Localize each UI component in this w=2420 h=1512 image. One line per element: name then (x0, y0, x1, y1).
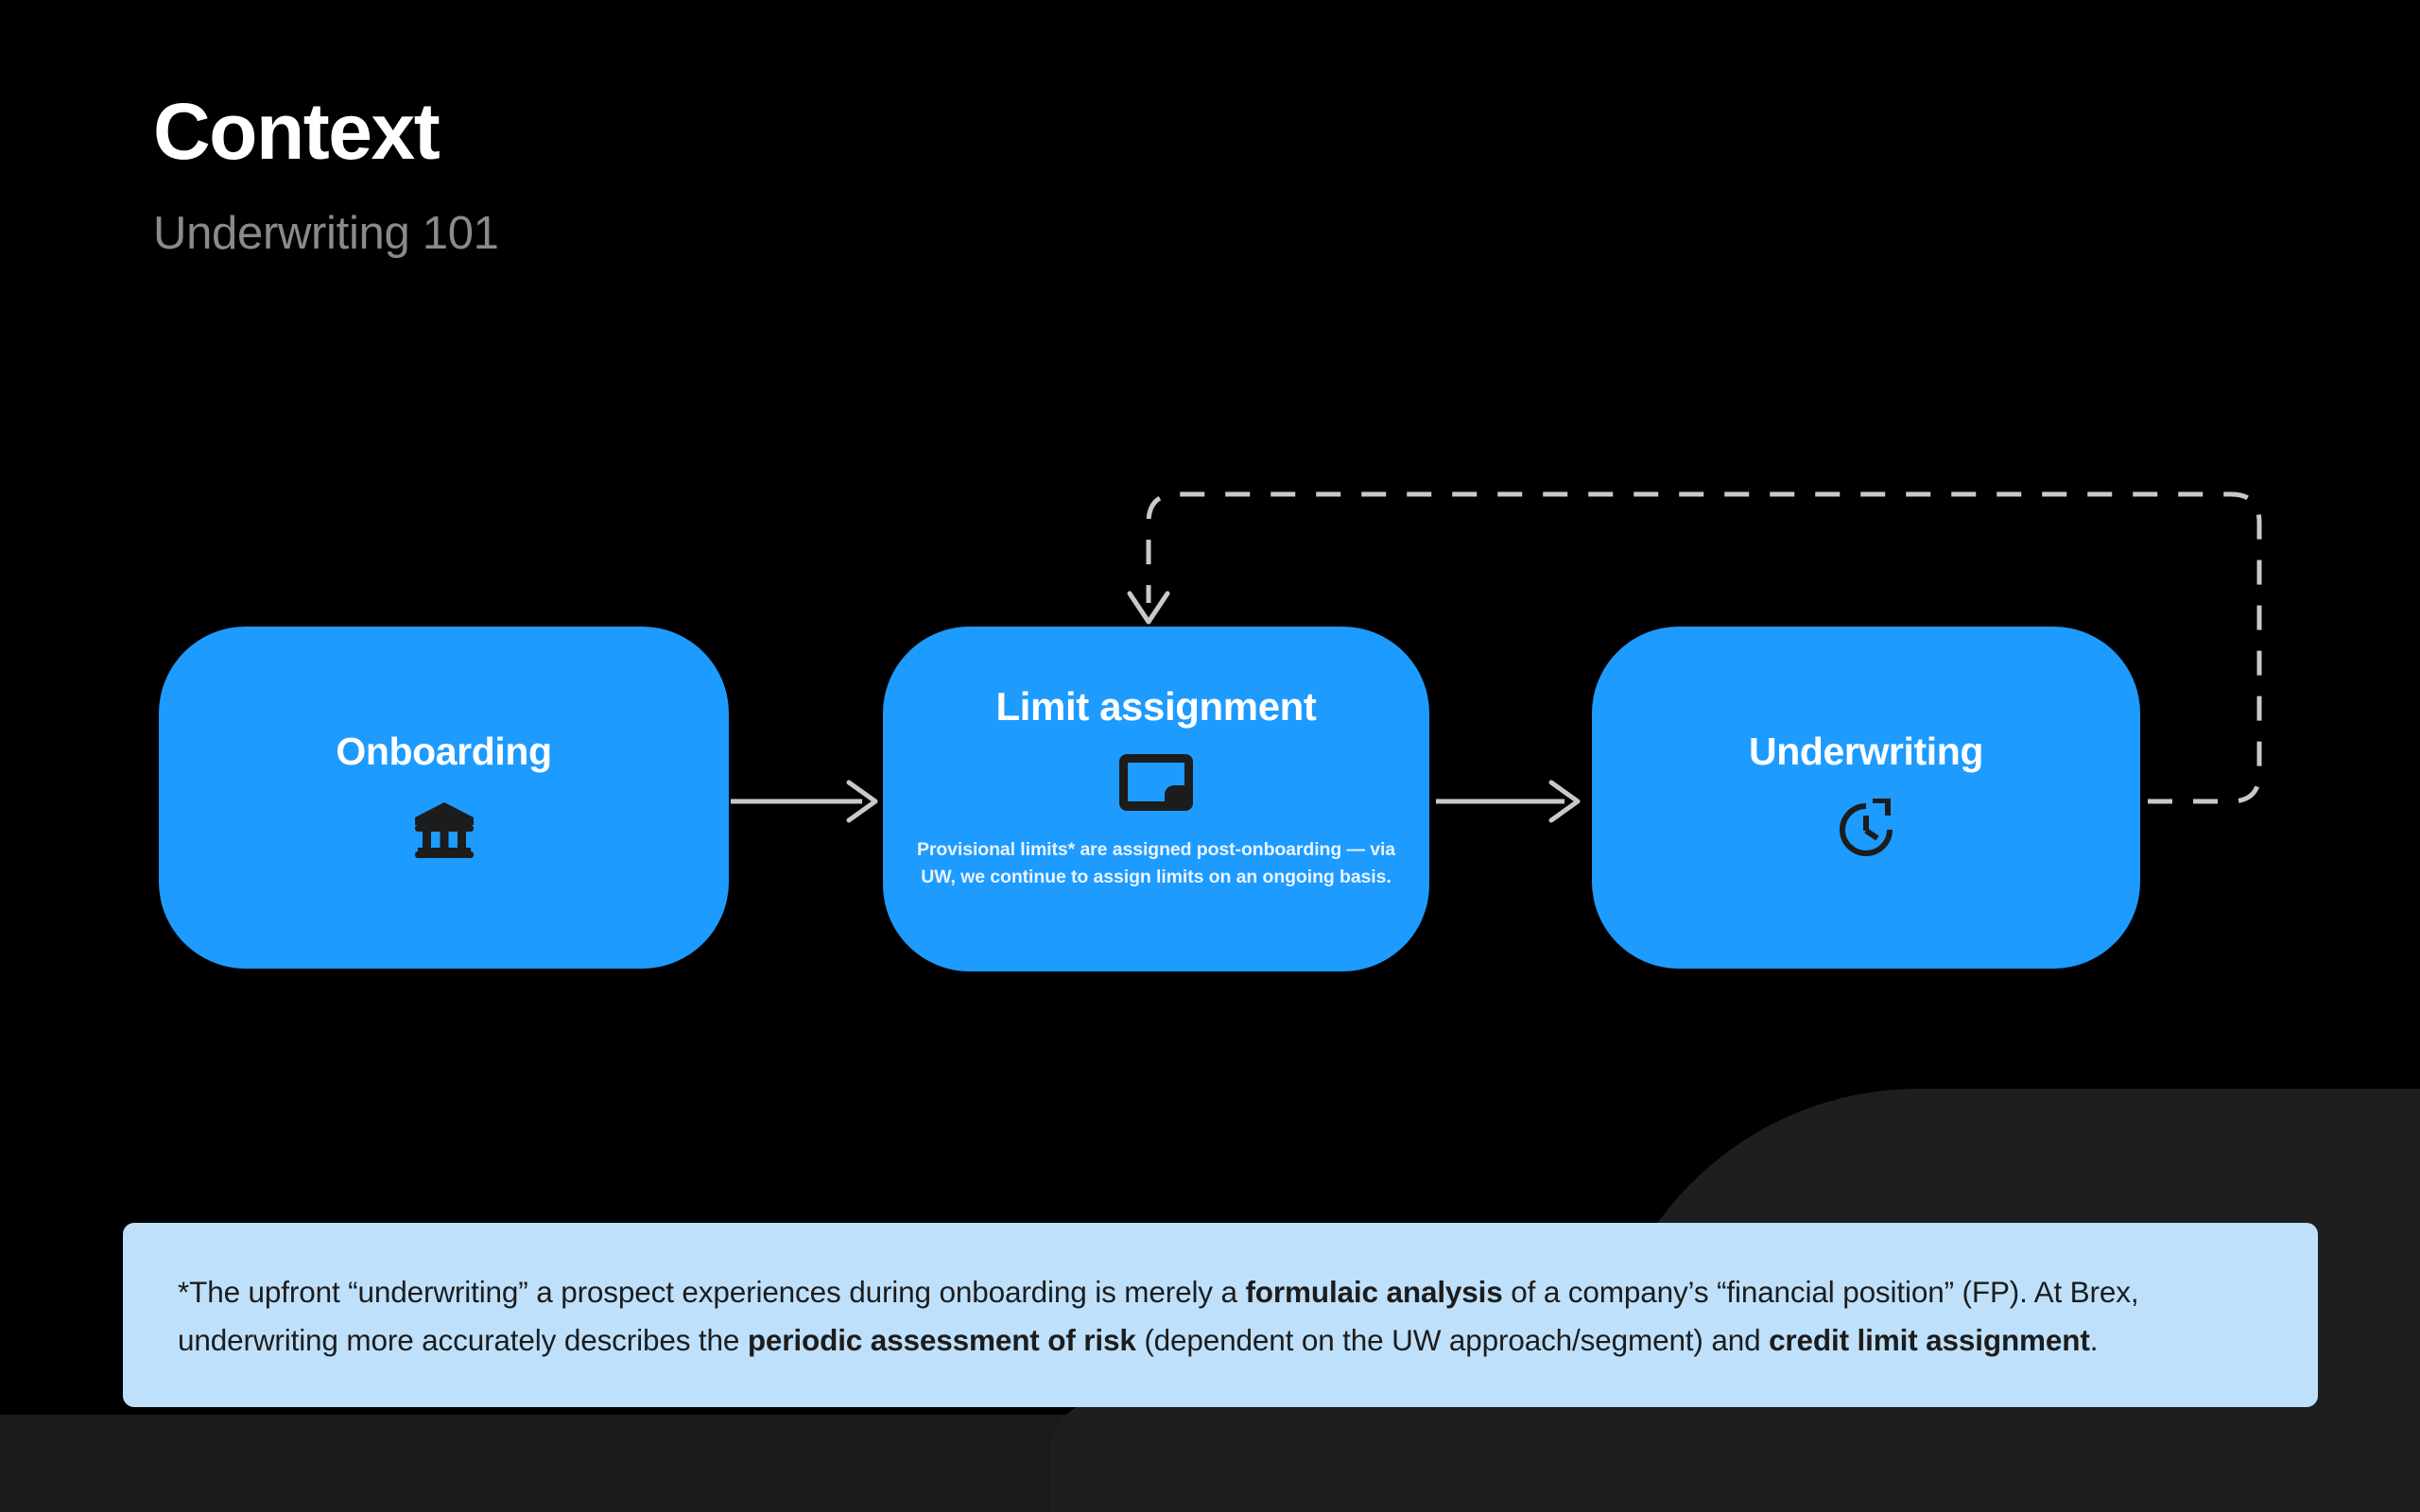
decorative-rounded-shape-secondary (1049, 1399, 2420, 1512)
slide-header: Context Underwriting 101 (153, 90, 499, 260)
flow-card-limit-assignment[interactable]: Limit assignment Provisional limits* are… (883, 627, 1429, 971)
clock-refresh-icon (1831, 795, 1901, 865)
flow-card-note: Provisional limits* are assigned post-on… (916, 839, 1396, 888)
footnote-callout: *The upfront “underwriting” a prospect e… (123, 1223, 2318, 1407)
flow-card-underwriting[interactable]: Underwriting (1592, 627, 2140, 969)
flow-card-title: Onboarding (336, 730, 552, 774)
footnote-text: *The upfront “underwriting” a prospect e… (178, 1275, 2139, 1358)
flow-card-title: Underwriting (1748, 730, 1984, 774)
bank-icon (409, 795, 479, 865)
page-title: Context (153, 87, 441, 176)
flow-card-title: Limit assignment (995, 684, 1317, 729)
page-subtitle: Underwriting 101 (153, 208, 499, 260)
flow-card-onboarding[interactable]: Onboarding (159, 627, 729, 969)
card-image-icon (1119, 753, 1193, 812)
